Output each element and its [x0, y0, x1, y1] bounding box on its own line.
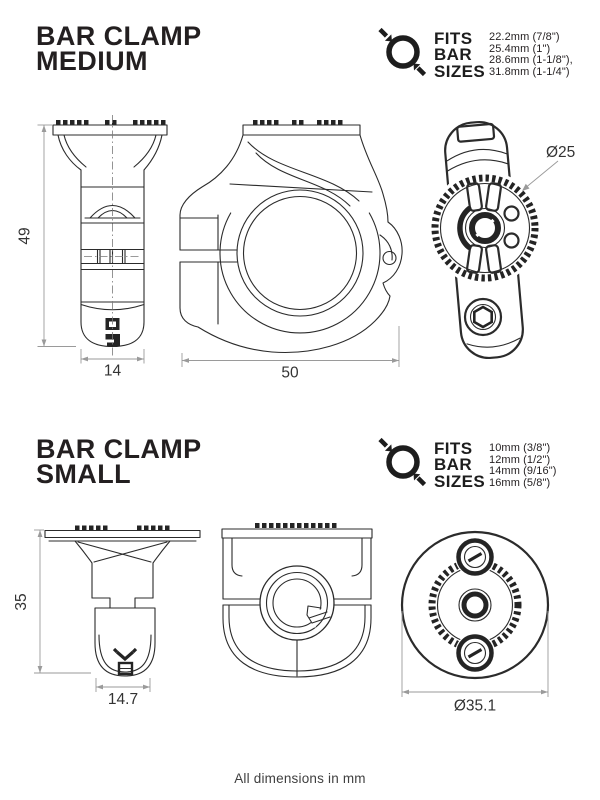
dim-diameter-label: Ø25 [546, 144, 575, 161]
bar-word: BAR [434, 45, 473, 65]
dim-height-label: 49 [18, 227, 34, 244]
dim-height-label: 35 [15, 593, 30, 610]
size-line: 10mm (3/8") [489, 442, 551, 454]
dim-base-width: 14 [80, 349, 145, 380]
size-line: 28.6mm (1-1/8"), [489, 54, 573, 67]
small-title-line1: BAR CLAMP [36, 434, 202, 464]
dim-height: 49 [18, 124, 76, 347]
medium-front-view: 50 [179, 120, 403, 381]
hex-bolt [462, 296, 504, 338]
small-fits-label: FITS BAR SIZES [434, 439, 486, 491]
small-disc-view: Ø35.1 [400, 530, 550, 715]
size-line: 25.4mm (1") [489, 42, 551, 55]
screw-bottom [455, 633, 495, 673]
dim-base-width: 14.7 [95, 678, 151, 708]
size-line: 22.2mm (7/8") [489, 31, 560, 43]
dimensions-note: All dimensions in mm [234, 771, 366, 786]
medium-fits-sizes: 22.2mm (7/8") 25.4mm (1") 28.6mm (1-1/8"… [489, 31, 573, 78]
size-line: 16mm (5/8") [489, 476, 551, 489]
clamp-glyph [112, 647, 138, 676]
serration-tabs [75, 525, 170, 531]
dim-height: 35 [15, 529, 91, 674]
dim-width: 50 [181, 326, 400, 381]
sizes-word: SIZES [434, 61, 486, 81]
serration-tabs [253, 120, 343, 126]
serration-tabs [56, 120, 166, 126]
medium-title: BAR CLAMP MEDIUM [36, 21, 202, 76]
medium-title-line2: MEDIUM [36, 46, 148, 76]
dim-base-width-label: 14 [104, 363, 122, 380]
dim-diameter-label: Ø35.1 [454, 698, 496, 715]
dim-width-label: 50 [281, 365, 299, 381]
bar-diameter-icon [378, 437, 427, 487]
bar-word: BAR [434, 455, 473, 475]
fits-word: FITS [434, 439, 473, 458]
dim-base-width-label: 14.7 [108, 691, 138, 708]
gear-face [428, 171, 542, 285]
size-line: 31.8mm (1-1/4") [489, 65, 570, 78]
fits-word: FITS [434, 29, 473, 48]
medium-fits-label: FITS BAR SIZES [434, 29, 486, 81]
small-title-line2: SMALL [36, 459, 131, 489]
small-fits-sizes: 10mm (3/8") 12mm (1/2") 14mm (9/16") 16m… [489, 442, 557, 489]
small-title: BAR CLAMP SMALL [36, 434, 202, 489]
serration-tabs [255, 523, 337, 528]
bar-bore [259, 565, 335, 641]
size-line: 14mm (9/16") [489, 465, 557, 478]
small-side-view: 35 14.7 [15, 525, 201, 708]
medium-side-view: 49 14 [18, 115, 168, 380]
dim-diameter: Ø25 [522, 144, 575, 191]
size-line: 12mm (1/2") [489, 453, 551, 466]
medium-title-line1: BAR CLAMP [36, 21, 202, 51]
bar-diameter-icon [378, 27, 427, 77]
sizes-word: SIZES [434, 471, 486, 491]
dim-diameter: Ø35.1 [401, 611, 549, 715]
medium-rear-view: Ø25 [428, 120, 575, 360]
screw-top [455, 537, 495, 577]
small-front-view [221, 523, 373, 678]
